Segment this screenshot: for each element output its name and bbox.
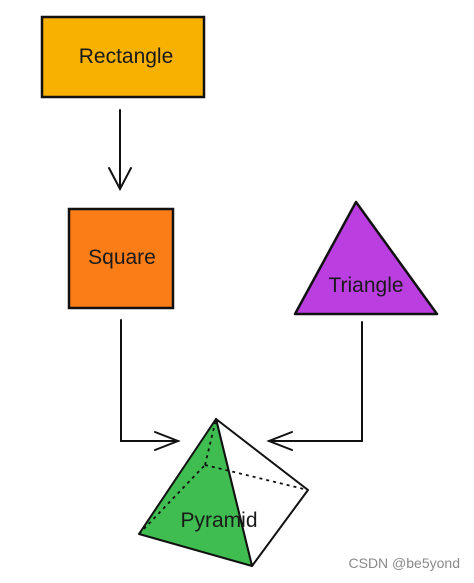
square-node [67, 207, 175, 310]
rectangle-shape [40, 15, 206, 99]
edge-square-pyramid [120, 319, 181, 451]
pyramid-hidden-edges [138, 418, 309, 535]
rectangle-node [40, 15, 206, 99]
triangle-shape [293, 200, 439, 316]
pyramid-node [138, 418, 309, 567]
edge-triangle-pyramid [266, 321, 363, 451]
watermark-text: CSDN @be5yond [348, 555, 461, 571]
edge-rectangle-square [108, 109, 132, 192]
triangle-node [293, 200, 439, 316]
pyramid-front-face [138, 418, 253, 567]
square-shape [67, 207, 175, 310]
